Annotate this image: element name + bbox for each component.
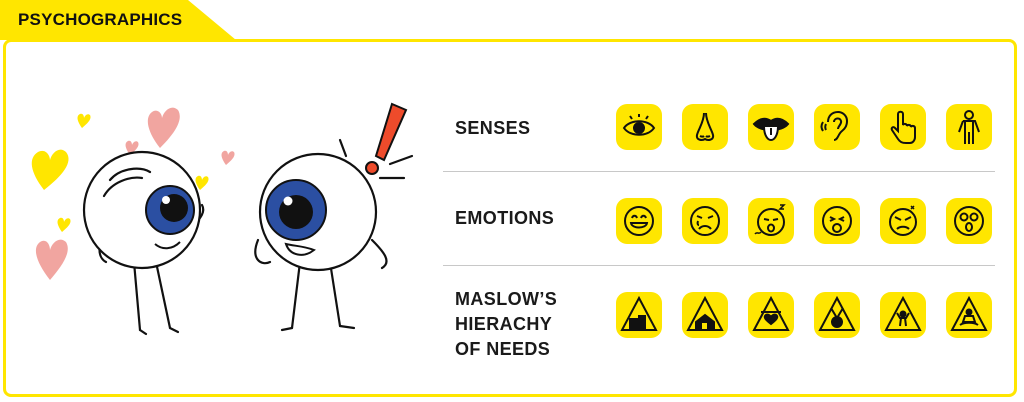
content-frame bbox=[3, 39, 1017, 397]
eye-icon bbox=[616, 104, 662, 150]
divider bbox=[443, 265, 995, 266]
header-tab bbox=[0, 0, 236, 40]
heart-icon bbox=[31, 113, 209, 232]
left-eyeball-character bbox=[82, 150, 205, 336]
divider bbox=[443, 171, 995, 172]
nose-icon bbox=[682, 104, 728, 150]
touch-finger-icon bbox=[880, 104, 926, 150]
exclamation-icon bbox=[365, 102, 408, 175]
page-title: PSYCHOGRAPHICS bbox=[18, 10, 183, 29]
row-label-emotions: EMOTIONS bbox=[455, 208, 555, 228]
pyramid-safety-house-icon bbox=[682, 292, 728, 338]
happy-face-icon bbox=[616, 198, 662, 244]
mouth-tongue-icon bbox=[748, 104, 794, 150]
sleepy-face-icon bbox=[748, 198, 794, 244]
body-icon bbox=[946, 104, 992, 150]
pyramid-love-heart-icon bbox=[748, 292, 794, 338]
row-label-senses: SENSES bbox=[455, 118, 531, 138]
shocked-face-icon bbox=[946, 198, 992, 244]
eyeball-characters-illustration bbox=[31, 102, 414, 336]
pyramid-physiological-icon bbox=[616, 292, 662, 338]
ear-icon bbox=[814, 104, 860, 150]
baby-pacifier-face-icon bbox=[814, 198, 860, 244]
crying-face-icon bbox=[682, 198, 728, 244]
heart-pink-icon bbox=[35, 107, 235, 280]
pyramid-esteem-medal-icon bbox=[814, 292, 860, 338]
row-label-maslows-hierachy-of-needs: MASLOW’S HIERACHY OF NEEDS bbox=[455, 289, 558, 359]
angry-face-icon bbox=[880, 198, 926, 244]
pyramid-achievement-icon bbox=[880, 292, 926, 338]
pyramid-meditation-icon bbox=[946, 292, 992, 338]
